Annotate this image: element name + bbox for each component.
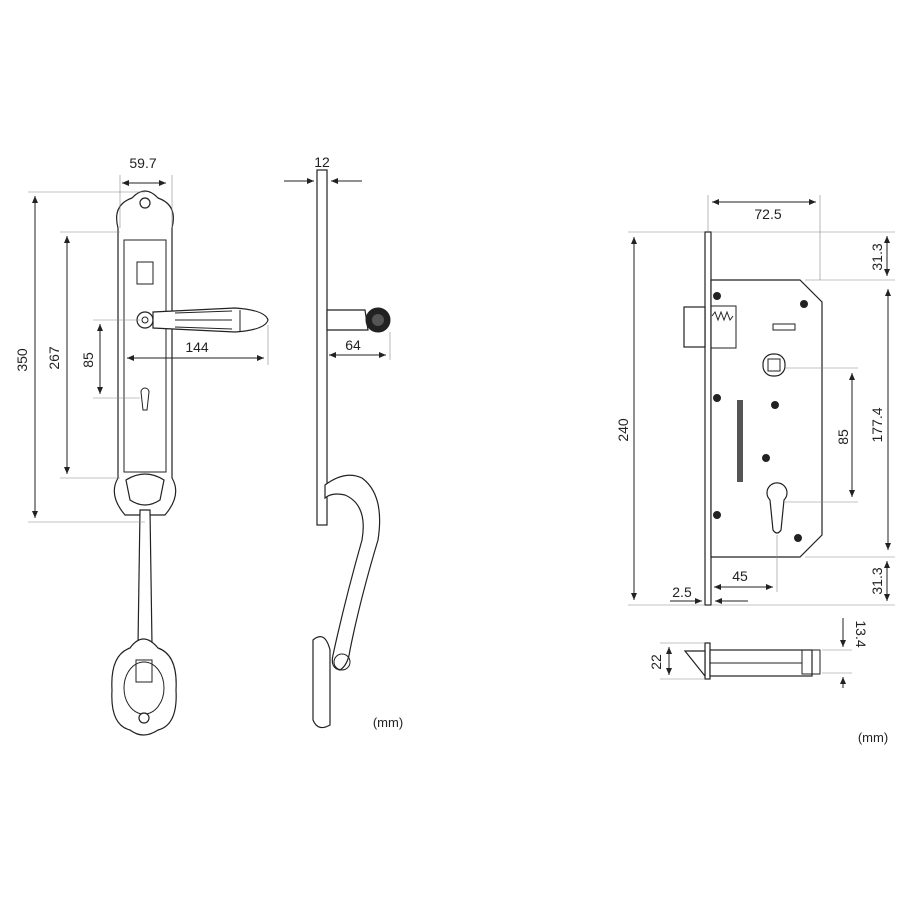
spindle-cylinder-distance-label: 85 bbox=[835, 429, 851, 445]
handle-front-view bbox=[111, 190, 269, 736]
plate-height-label: 267 bbox=[46, 346, 62, 370]
latch-height-label: 22 bbox=[648, 654, 664, 670]
total-height-label: 350 bbox=[14, 348, 30, 372]
units-label: (mm) bbox=[373, 715, 403, 730]
handle-front-dimensions: 59.7 350 267 85 144 bbox=[14, 155, 269, 523]
latch-projection-label: 13.4 bbox=[853, 620, 869, 647]
latch-bolt-dimensions: 22 13.4 (mm) bbox=[648, 618, 888, 745]
case-height-label: 177.4 bbox=[869, 407, 885, 442]
lock-body-dimensions: 72.5 240 31.3 177.4 85 31.3 45 2.5 bbox=[615, 195, 895, 606]
faceplate-height-label: 240 bbox=[615, 418, 631, 442]
lever-projection-label: 64 bbox=[345, 337, 361, 353]
bottom-offset-label: 31.3 bbox=[869, 567, 885, 594]
backset-label: 45 bbox=[732, 568, 748, 584]
top-offset-label: 31.3 bbox=[869, 243, 885, 270]
plate-width-label: 59.7 bbox=[129, 155, 156, 171]
screw-icons bbox=[713, 292, 808, 542]
handle-keyhole-distance-label: 85 bbox=[80, 352, 96, 368]
handle-side-dimensions: 12 64 (mm) bbox=[284, 154, 403, 730]
lever-length-label: 144 bbox=[185, 339, 209, 355]
latch-bolt-view bbox=[683, 642, 821, 680]
lock-body-view bbox=[683, 231, 823, 606]
handle-side-view bbox=[312, 169, 391, 729]
case-width-label: 72.5 bbox=[754, 206, 781, 222]
faceplate-thickness-label: 2.5 bbox=[672, 584, 692, 600]
lock-units-label: (mm) bbox=[858, 730, 888, 745]
thickness-label: 12 bbox=[314, 154, 330, 170]
